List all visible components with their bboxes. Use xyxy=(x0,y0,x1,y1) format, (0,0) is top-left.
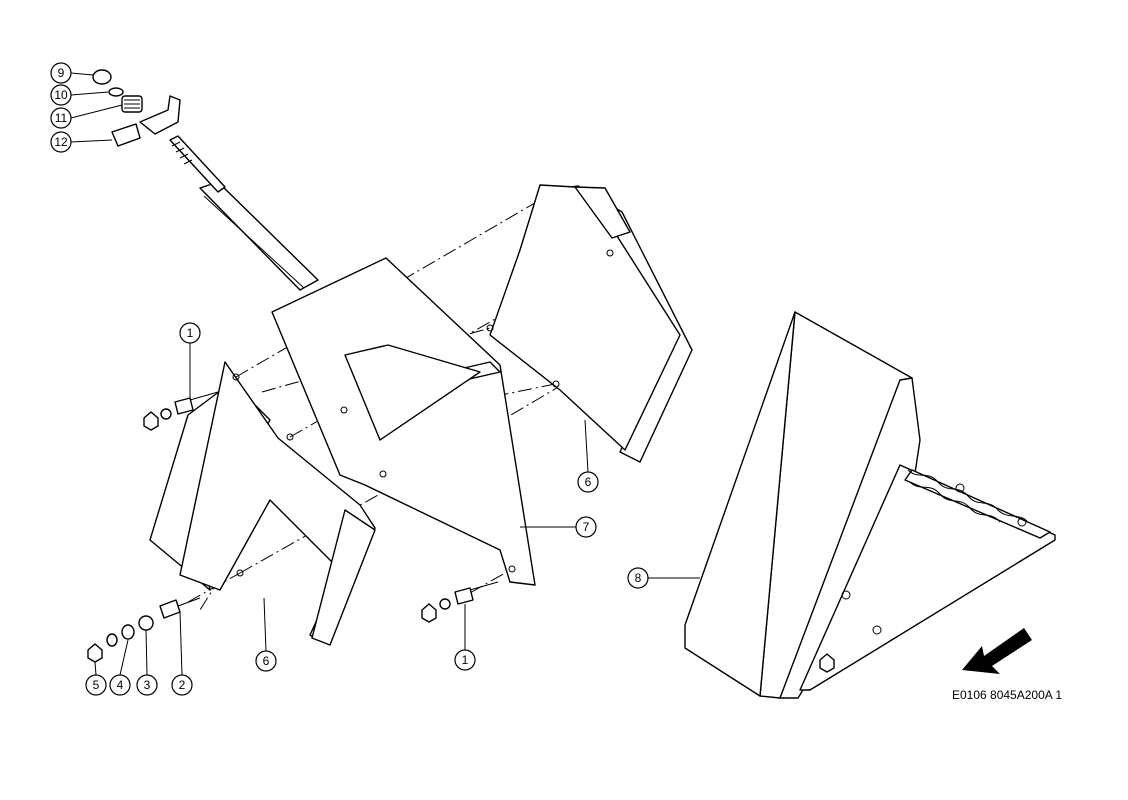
arrow-down-left-icon xyxy=(962,628,1032,674)
svg-text:3: 3 xyxy=(144,678,151,692)
svg-text:2: 2 xyxy=(179,678,186,692)
hex-nut xyxy=(87,643,103,663)
callout-6-upper: 6 xyxy=(577,471,599,493)
hex-nut xyxy=(421,603,437,623)
carriage-bolt xyxy=(159,599,181,619)
flat-washer xyxy=(106,633,118,647)
svg-text:7: 7 xyxy=(583,520,590,534)
svg-text:6: 6 xyxy=(585,475,592,489)
callout-9: 9 xyxy=(50,62,72,84)
svg-text:1: 1 xyxy=(462,653,469,667)
callout-7: 7 xyxy=(575,516,597,538)
washer xyxy=(160,408,172,420)
callout-1-right: 1 xyxy=(454,649,476,671)
hex-bolt xyxy=(454,587,474,605)
callout-8: 8 xyxy=(627,567,649,589)
callout-11: 11 xyxy=(50,107,72,129)
svg-text:12: 12 xyxy=(54,135,68,149)
callout-4: 4 xyxy=(109,674,131,696)
hex-nut xyxy=(143,411,159,431)
hex-nut xyxy=(819,653,835,673)
lever-handle xyxy=(111,123,141,147)
fasteners xyxy=(87,391,499,663)
svg-text:6: 6 xyxy=(263,654,270,668)
svg-text:8: 8 xyxy=(635,571,642,585)
svg-text:10: 10 xyxy=(54,88,68,102)
spacer xyxy=(138,615,154,631)
callout-1-left: 1 xyxy=(179,322,201,344)
callout-leaders xyxy=(70,72,700,676)
lock-nut xyxy=(92,69,112,85)
spacer-washer xyxy=(121,624,135,640)
threaded-rod xyxy=(169,135,226,193)
central-bracket xyxy=(271,257,536,586)
svg-text:11: 11 xyxy=(55,111,68,125)
callout-10: 10 xyxy=(50,84,72,106)
svg-text:5: 5 xyxy=(93,678,100,692)
washer-small xyxy=(108,87,124,97)
callout-5: 5 xyxy=(85,674,107,696)
drawing-code: E0106 8045A200A 1 xyxy=(952,688,1063,702)
rod-assembly xyxy=(92,69,319,291)
hex-bolt xyxy=(174,397,194,415)
svg-text:9: 9 xyxy=(58,66,65,80)
washer xyxy=(439,598,451,610)
rod-bracket xyxy=(199,181,319,291)
callout-2: 2 xyxy=(171,674,193,696)
svg-text:1: 1 xyxy=(187,326,194,340)
callout-3: 3 xyxy=(136,674,158,696)
right-deflector-panel xyxy=(486,184,693,463)
svg-text:4: 4 xyxy=(117,678,124,692)
callout-6-lower: 6 xyxy=(255,650,277,672)
left-deflector-panel xyxy=(149,361,376,646)
hinge-clip xyxy=(139,95,181,135)
callout-12: 12 xyxy=(50,131,72,153)
discharge-chute xyxy=(684,311,1056,699)
